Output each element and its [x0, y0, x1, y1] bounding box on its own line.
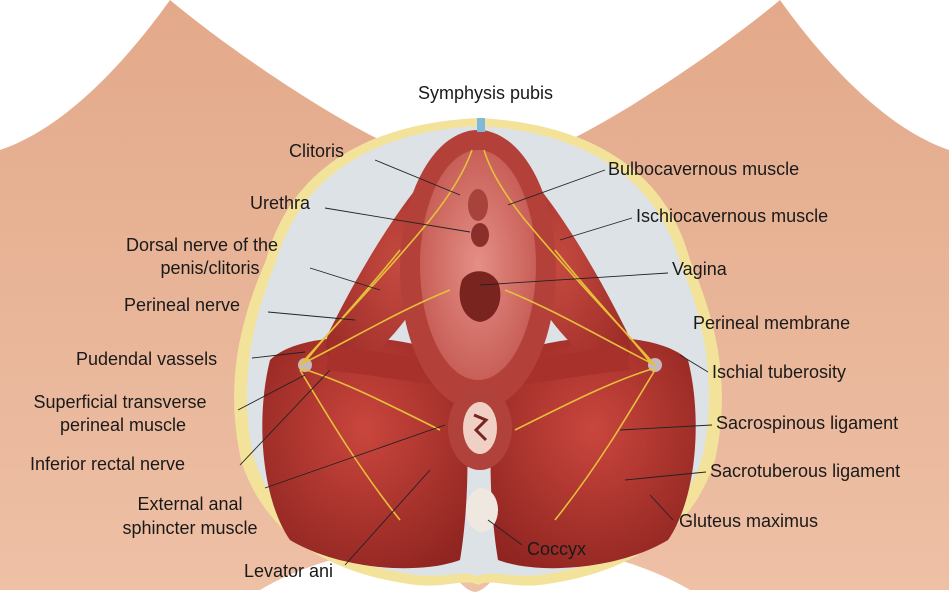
label-vagina: Vagina [672, 259, 727, 280]
symphysis-pubis-marker [477, 118, 485, 132]
urethra-opening [471, 223, 489, 247]
label-perineal-nerve: Perineal nerve [124, 295, 240, 316]
label-superficial-transverse-line1: Superficial transverse [2, 392, 238, 413]
label-dorsal-nerve-line1: Dorsal nerve of the [82, 235, 322, 256]
label-sacrotuberous-ligament: Sacrotuberous ligament [710, 461, 900, 482]
label-urethra: Urethra [250, 193, 310, 214]
label-ischiocavernous-muscle: Ischiocavernous muscle [636, 206, 828, 227]
label-inferior-rectal-nerve: Inferior rectal nerve [30, 454, 185, 475]
label-levator-ani: Levator ani [244, 561, 333, 582]
label-bulbocavernous-muscle: Bulbocavernous muscle [608, 159, 799, 180]
label-sacrospinous-ligament: Sacrospinous ligament [716, 413, 898, 434]
label-coccyx: Coccyx [527, 539, 586, 560]
label-ischial-tuberosity: Ischial tuberosity [712, 362, 846, 383]
label-dorsal-nerve-line2: penis/clitoris [120, 258, 300, 279]
label-perineal-membrane: Perineal membrane [693, 313, 850, 334]
label-gluteus-maximus: Gluteus maximus [679, 511, 818, 532]
label-external-anal-line2: sphincter muscle [110, 518, 270, 539]
label-symphysis-pubis: Symphysis pubis [418, 83, 548, 104]
label-superficial-transverse-line2: perineal muscle [20, 415, 226, 436]
vulva [420, 150, 536, 380]
label-external-anal-line1: External anal [110, 494, 270, 515]
label-pudendal-vessels: Pudendal vassels [76, 349, 217, 370]
coccyx-shape [466, 488, 498, 532]
label-clitoris: Clitoris [289, 141, 344, 162]
